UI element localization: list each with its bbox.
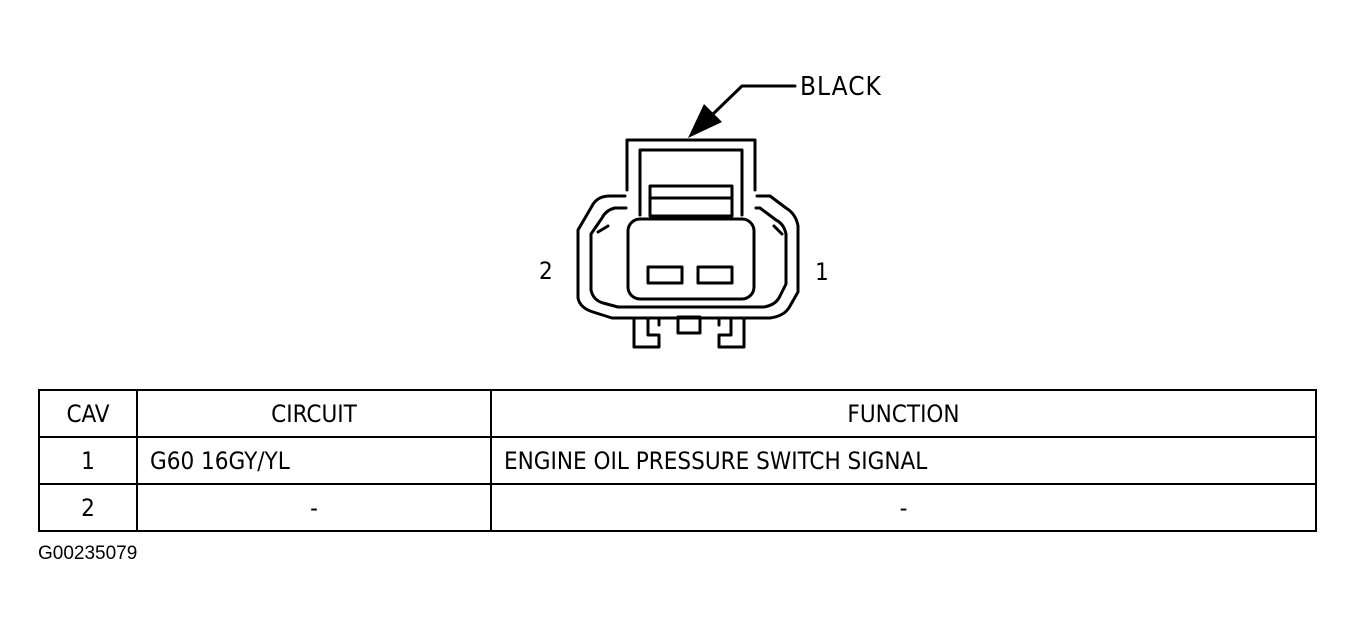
leader-arrow	[688, 104, 722, 138]
header-circuit: CIRCUIT	[136, 389, 492, 438]
connector-latch-inner	[638, 148, 744, 217]
function-cell: -	[490, 483, 1317, 532]
connector-color-label: BLACK	[800, 72, 882, 102]
mating-face	[626, 217, 756, 301]
cavity-2-label: 2	[539, 257, 553, 285]
circuit-cell: G60 16GY/YL	[136, 436, 492, 485]
figure-id: G00235079	[38, 543, 138, 564]
cav-cell: 2	[38, 483, 138, 532]
connector-latch	[625, 138, 757, 192]
header-cav: CAV	[38, 389, 138, 438]
terminal-cavity-1	[696, 265, 734, 285]
connector-leg-left	[632, 316, 661, 349]
header-function: FUNCTION	[490, 389, 1317, 438]
connector-diagram	[576, 84, 800, 349]
connector-leg-right	[717, 316, 746, 349]
terminal-cavity-2	[646, 265, 684, 285]
table-row: 2 - -	[38, 483, 1317, 532]
connector-leg-center	[676, 315, 702, 335]
circuit-cell: -	[136, 483, 492, 532]
table-row: 1 G60 16GY/YL ENGINE OIL PRESSURE SWITCH…	[38, 436, 1317, 485]
pinout-table: CAV CIRCUIT FUNCTION 1 G60 16GY/YL ENGIN…	[38, 389, 1317, 532]
leader-line	[710, 84, 797, 117]
function-cell: ENGINE OIL PRESSURE SWITCH SIGNAL	[490, 436, 1317, 485]
latch-slot	[648, 184, 734, 218]
cavity-1-label: 1	[815, 258, 829, 286]
connector-body-inner	[589, 206, 788, 309]
cav-cell: 1	[38, 436, 138, 485]
table-header-row: CAV CIRCUIT FUNCTION	[38, 389, 1317, 438]
